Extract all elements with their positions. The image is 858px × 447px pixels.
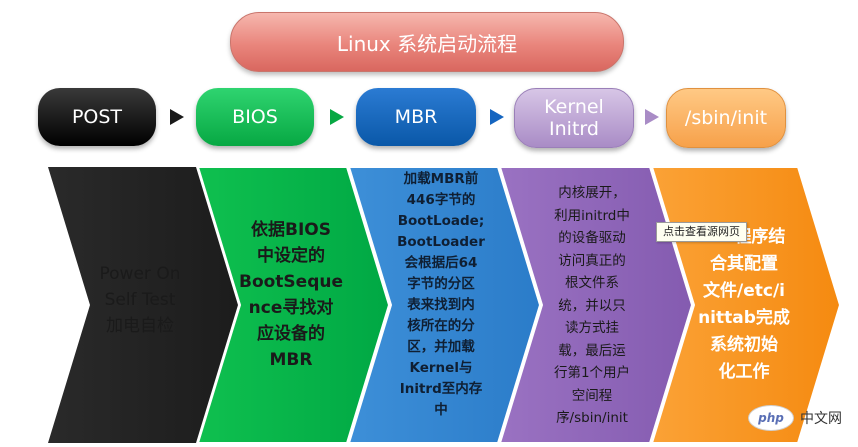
description-line: 访问真正的 [558,252,626,269]
stage-init-label: /sbin/init [684,107,768,129]
php-logo-text: php [758,411,784,425]
description-line: 化工作 [718,362,770,382]
chevron-mbr [347,166,542,444]
description-line: 内核展开， [558,185,626,202]
description-line: nce寻找对 [248,298,334,318]
description-line: 的设备驱动 [558,230,626,247]
description-line: 中设定的 [257,246,325,266]
diagram-title-text: Linux 系统启动流程 [336,31,518,56]
description-line: MBR [269,350,313,370]
description-line: 会根据后64 [404,255,478,271]
description-line: BootLoade; [397,213,485,229]
description-line: 行第1个用户 [553,365,631,382]
kernel-description: 内核展开， 利用initrd中的设备驱动访问真正的根文件系统，并以只读方式挂载，最… [536,185,648,426]
stage-post: POST [38,88,156,146]
description-line: 核所在的分 [407,318,475,334]
chevron-bios [196,166,391,444]
description-line: 中 [434,402,448,418]
description-line: 合其配置 [709,254,778,274]
description-line: 字节的分区 [407,276,475,292]
tooltip-text: 点击查看源网页 [663,225,740,238]
watermark-text: 中文网 [800,411,842,427]
description-line: Kernel与 [409,360,473,376]
description-line: 依据BIOS [251,220,331,240]
description-line: BootLoader [397,234,485,250]
description-line: 统，并以只 [558,297,626,314]
chevron-kernel [498,166,694,444]
description-line: Self Test [104,290,176,310]
description-line: BootSeque [238,272,344,292]
description-line: 系统初始 [709,335,778,355]
stage-mbr: MBR [356,88,476,146]
description-line: 序/sbin/init [556,410,628,427]
description-line: 根文件系 [565,275,619,292]
description-line: 表来找到内 [407,297,475,313]
stage-kernel-initrd: Kernel Initrd [514,88,634,148]
stage-bios: BIOS [196,88,314,146]
description-line: 载，最后运 [558,342,626,359]
arrow-right-icon [330,109,344,125]
description-line: 利用initrd中 [554,207,630,224]
stage-post-label: POST [71,106,123,128]
description-line: 区，并加载 [407,339,475,355]
stage-bios-label: BIOS [232,106,278,128]
description-line: Initrd至内存 [399,381,483,397]
description-line: 文件/etc/i [703,281,785,301]
description-line: Power On [99,264,181,284]
stage-sbin-init: /sbin/init [666,88,786,148]
stage-mbr-label: MBR [394,106,438,128]
description-line: 空间程 [571,387,613,404]
arrow-right-icon [170,109,184,125]
php-logo-icon: php [748,405,794,431]
mbr-description: 加载MBR前 446字节的 BootLoade; BootLoader 会根据后64 字节… [385,160,497,430]
diagram-title: Linux 系统启动流程 [230,12,624,72]
bios-description: 依据BIOS 中设定的 BootSeque nce寻找对应设备的 MBR [232,215,350,375]
post-description: Power On Self Test 加电自检 [70,250,210,350]
description-line: 加载MBR前 [403,171,479,187]
stage-kernel-label: Kernel Initrd [544,96,604,140]
description-line: 加电自检 [106,316,174,336]
description-line: nittab完成 [698,308,790,328]
arrow-right-icon [645,109,659,125]
watermark: php 中文网 [748,398,854,438]
chevron-post [48,167,238,443]
view-source-tooltip[interactable]: 点击查看源网页 [656,222,747,242]
description-line: 446字节的 [406,192,476,208]
description-line: 读方式挂 [565,320,619,337]
description-line: 应设备的 [257,324,325,344]
arrow-right-icon [490,109,504,125]
